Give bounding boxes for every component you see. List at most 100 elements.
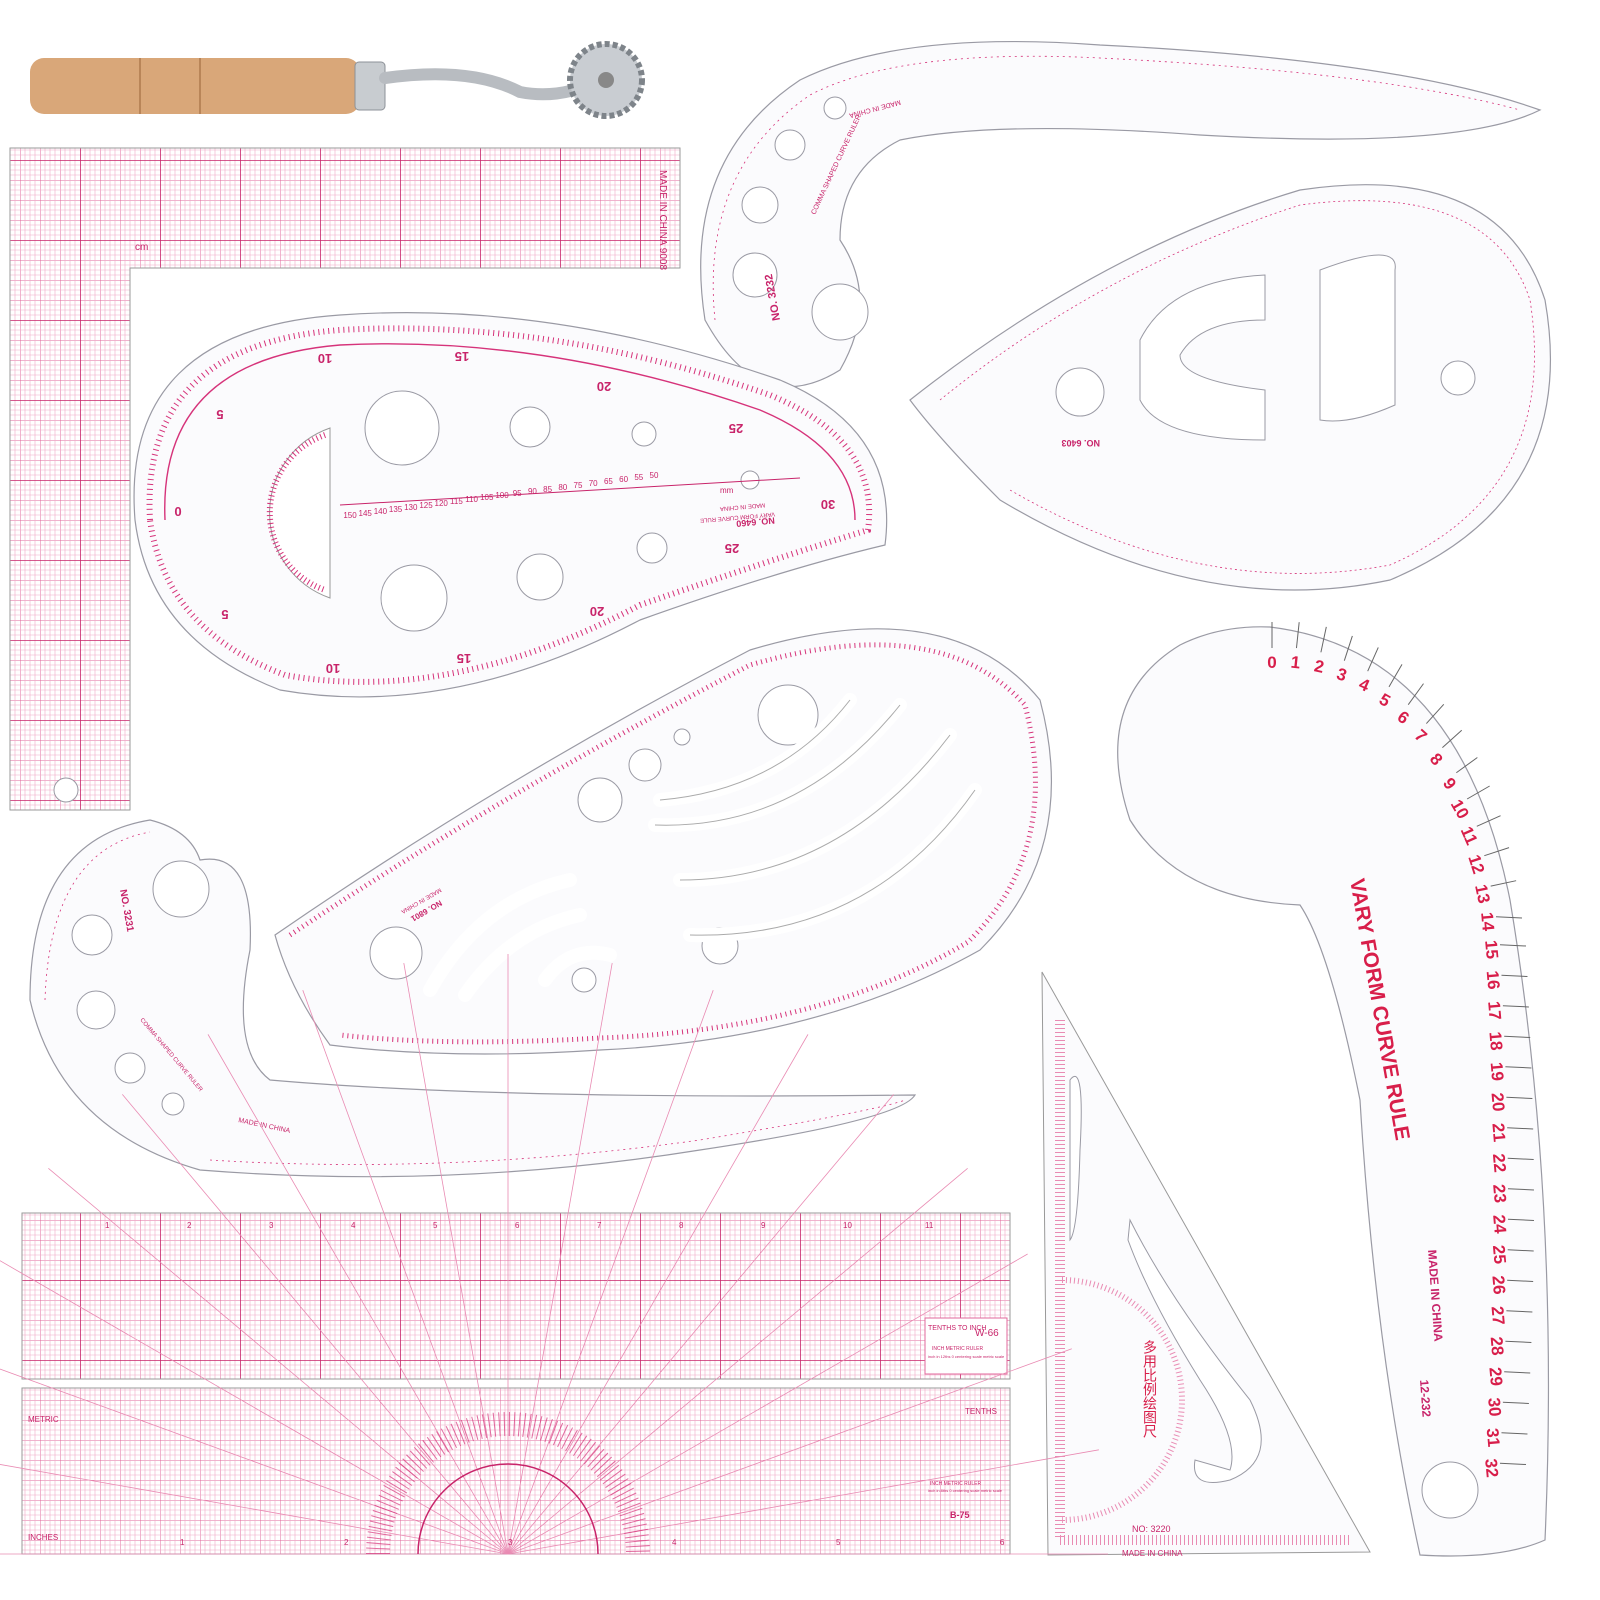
protractor-ray xyxy=(507,1449,1099,1555)
curve-number: 2 xyxy=(1313,656,1326,677)
curve-tick xyxy=(1507,1157,1534,1160)
l-square-unit: cm xyxy=(135,242,148,253)
protractor-ray xyxy=(507,1034,809,1555)
outer-number: 0 xyxy=(174,504,181,519)
outer-number: 5 xyxy=(216,407,223,422)
mm-label: 55 xyxy=(634,473,643,482)
curve-number: 18 xyxy=(1485,1031,1506,1052)
mm-label: 80 xyxy=(558,483,567,492)
inch-number: 8 xyxy=(679,1221,684,1230)
inch-number: 5 xyxy=(433,1221,438,1230)
curve-number: 17 xyxy=(1484,1000,1505,1021)
protractor-ray xyxy=(507,1253,1028,1555)
made-label: MADE IN CHINA xyxy=(1122,1549,1183,1558)
tenths-label: TENTHS xyxy=(965,1407,997,1416)
inch-number: 3 xyxy=(508,1538,513,1547)
outer-number: 15 xyxy=(455,349,469,364)
inch-number: 1 xyxy=(180,1538,185,1547)
tracing-wheel xyxy=(30,41,645,119)
protractor-ray xyxy=(403,963,509,1555)
curve-number: 16 xyxy=(1483,970,1504,991)
mm-label: 95 xyxy=(513,489,522,498)
curve-tick xyxy=(1495,916,1523,919)
curve-number: 15 xyxy=(1481,939,1502,960)
desc2-label: inch in 12ths 0 centering scale metric s… xyxy=(928,1354,1005,1359)
outer-number: 20 xyxy=(590,604,604,619)
curve-tick xyxy=(1507,1279,1534,1282)
mm-label: 70 xyxy=(589,479,598,488)
curve-tick xyxy=(1343,635,1353,661)
outer-number: 30 xyxy=(821,497,835,512)
outer-number: 10 xyxy=(326,661,340,676)
protractor-ray xyxy=(48,1168,509,1555)
curve-tick xyxy=(1456,757,1478,774)
mm-label: 65 xyxy=(604,477,613,486)
mm-label: 125 xyxy=(419,501,433,510)
model-label: NO. 6460 xyxy=(736,515,775,528)
comma-ruler-bottom: NO. 3231 COMMA SHAPED CURVE RULER MADE I… xyxy=(29,819,917,1178)
mm-label: 60 xyxy=(619,475,628,484)
curve-tick xyxy=(1504,1371,1531,1374)
mm-label: 145 xyxy=(359,509,373,518)
inch-number: 10 xyxy=(843,1221,852,1230)
curve-tick xyxy=(1320,626,1327,653)
protractor-ray xyxy=(507,1348,1072,1555)
curve-number: 25 xyxy=(1489,1244,1510,1265)
model-label: NO: 3220 xyxy=(1132,1524,1171,1534)
inch-number: 9 xyxy=(761,1221,766,1230)
desc-label: INCH METRIC RULER xyxy=(932,1346,984,1352)
curve-tick xyxy=(1501,1432,1528,1435)
mm-label: 50 xyxy=(650,471,659,480)
protractor-ray xyxy=(122,1094,509,1555)
curve-tick xyxy=(1388,664,1403,688)
curve-number: 1 xyxy=(1290,653,1301,673)
inch-number: 5 xyxy=(836,1538,841,1547)
curve-number: 27 xyxy=(1488,1305,1509,1326)
curve-number: 21 xyxy=(1488,1122,1509,1143)
curve-number: 28 xyxy=(1487,1336,1508,1357)
outer-number: 10 xyxy=(318,351,332,366)
curve-tick xyxy=(1442,729,1463,749)
mm-label: 150 xyxy=(343,511,357,520)
outer-number: 25 xyxy=(729,421,743,436)
protractor-ray xyxy=(507,990,714,1555)
outer-number: 20 xyxy=(597,379,611,394)
curve-number: 32 xyxy=(1481,1458,1502,1479)
curve-number: 26 xyxy=(1488,1275,1509,1296)
curve-tick xyxy=(1507,1218,1534,1221)
curve-tick xyxy=(1407,683,1424,705)
curve-tick xyxy=(1507,1127,1534,1130)
curve-tick xyxy=(1506,1310,1533,1313)
curve-tick xyxy=(1507,1249,1534,1252)
inches-label: INCHES xyxy=(28,1533,58,1542)
inch-number: 4 xyxy=(351,1221,356,1230)
mm-label: 90 xyxy=(528,487,537,496)
curve-number: 13 xyxy=(1471,883,1494,905)
protractor-ray xyxy=(0,1464,509,1555)
curve-number: 29 xyxy=(1485,1366,1506,1387)
protractor-ray xyxy=(0,1368,509,1555)
mm-label: 120 xyxy=(435,499,449,508)
inch-number: 6 xyxy=(515,1221,520,1230)
mm-label: 110 xyxy=(465,495,478,504)
curve-tick xyxy=(1367,647,1379,672)
protractor-ray xyxy=(507,963,613,1555)
tenths-label: TENTHS TO INCH xyxy=(928,1325,986,1332)
curve-tick xyxy=(1466,785,1490,800)
made-label: MADE IN CHINA xyxy=(720,501,766,511)
metric-label: METRIC xyxy=(28,1415,59,1424)
protractor-ray xyxy=(0,1260,509,1555)
curve-tick xyxy=(1476,815,1501,827)
grid-ruler-b75: 1 2 3 4 5 6 METRIC INCHES TENTHS INCH METRIC … xyxy=(0,954,1108,1555)
curve-tick xyxy=(1502,1401,1529,1404)
model-label: 12-232 xyxy=(1417,1379,1434,1418)
wood-handle xyxy=(30,58,360,114)
inch-number: 2 xyxy=(187,1221,192,1230)
curve-number: 24 xyxy=(1489,1214,1510,1235)
curve-tick xyxy=(1425,703,1445,724)
mm-label: 130 xyxy=(404,503,418,512)
